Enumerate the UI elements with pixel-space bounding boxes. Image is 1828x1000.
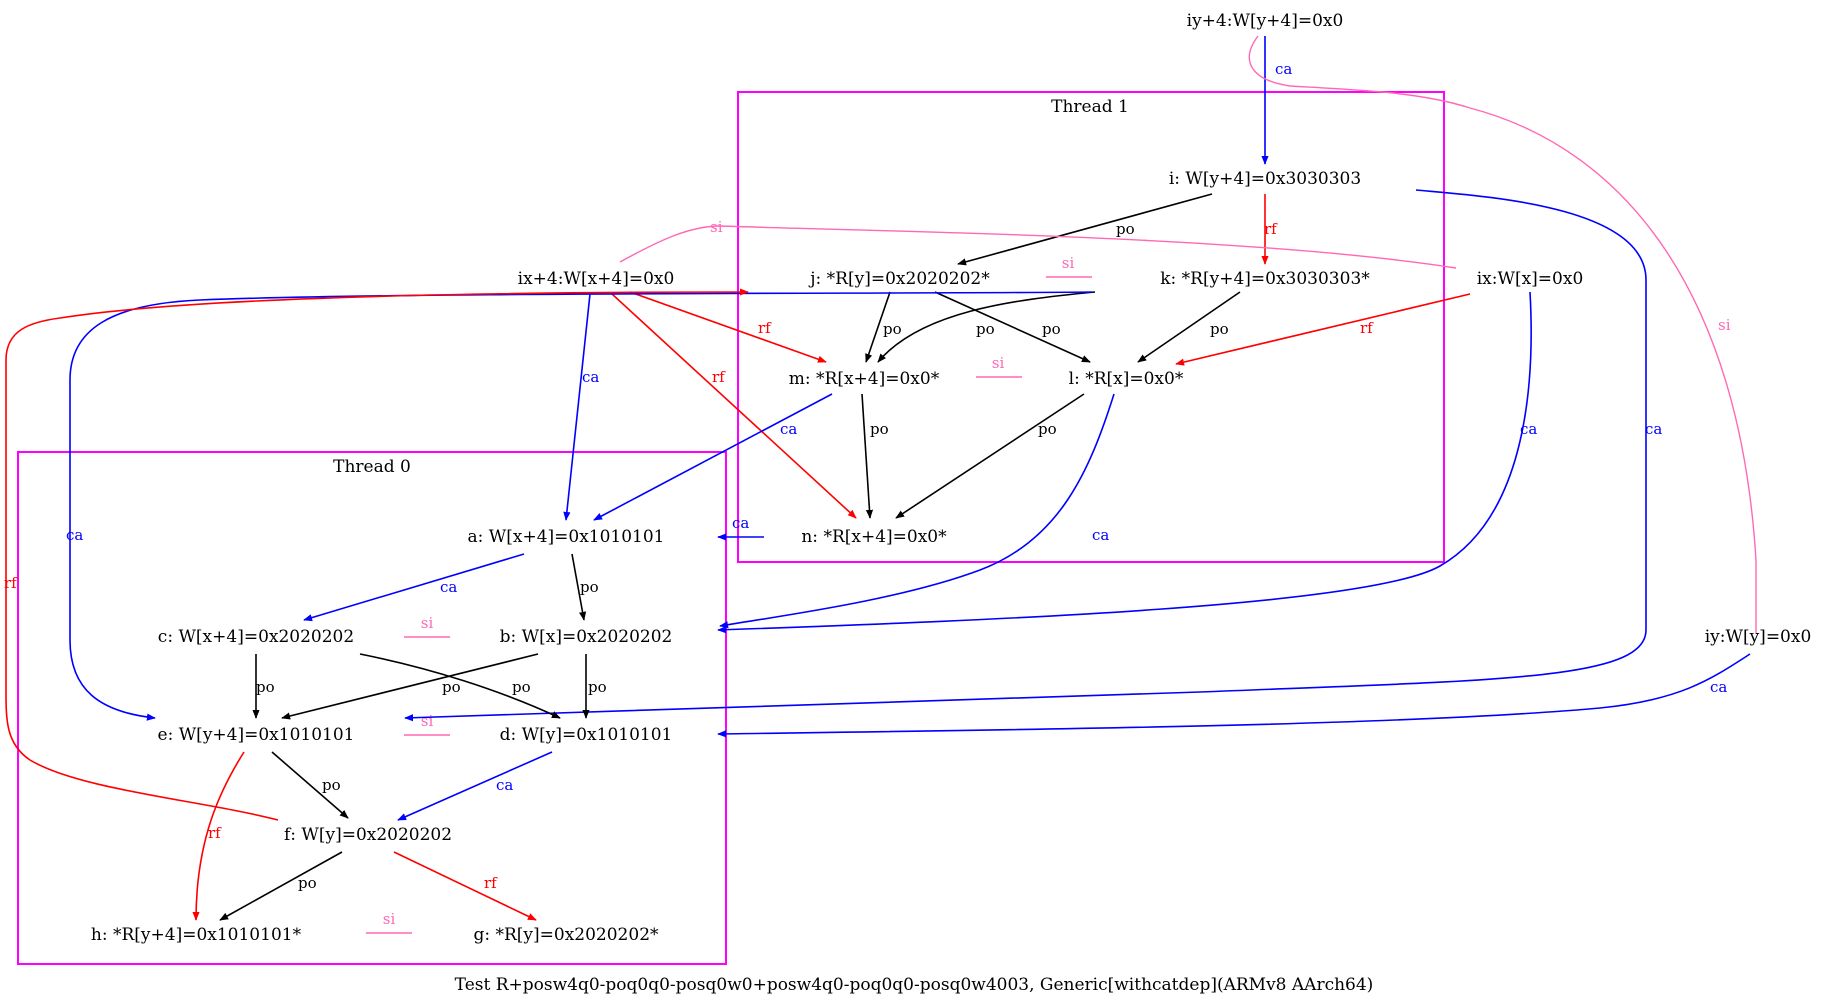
edge-f-g-rf <box>393 851 537 921</box>
edge-l-n-po <box>895 393 1085 519</box>
edge-label-a-c-ca: ca <box>440 578 457 596</box>
edge-a-b-po <box>571 553 587 621</box>
edge-iy-d-ca <box>717 653 1751 738</box>
cluster-thread1-label: Thread 1 <box>1051 97 1129 117</box>
edge-label-f-j-rf: rf <box>4 574 18 592</box>
edge-label-e-d-si: si <box>421 712 434 730</box>
edge-ix4-n-rf <box>611 293 857 519</box>
edge-label-b-e-po: po <box>442 678 461 696</box>
edge-label-l-b-ca: ca <box>1092 526 1109 544</box>
node-n: n: *R[x+4]=0x0* <box>801 527 947 547</box>
edge-label-ix4-ix-si: si <box>710 218 723 236</box>
edge-label-m-n-po: po <box>870 420 889 438</box>
edge-label-m-a-ca: ca <box>780 420 797 438</box>
node-m: m: *R[x+4]=0x0* <box>789 369 940 389</box>
edge-label-i-k-rf: rf <box>1264 220 1278 238</box>
edge-label-m-l-si: si <box>992 354 1005 372</box>
edge-label-iy4-i-ca: ca <box>1275 60 1292 78</box>
edge-label-i-j-po: po <box>1116 220 1135 238</box>
node-a: a: W[x+4]=0x1010101 <box>467 527 664 547</box>
edge-label-f-h-po: po <box>298 874 317 892</box>
node-k: k: *R[y+4]=0x3030303* <box>1160 269 1370 289</box>
edge-a-c-ca <box>303 553 525 622</box>
edge-label-ix4-m-rf: rf <box>758 319 772 337</box>
edge-label-d-f-ca: ca <box>496 776 513 794</box>
node-iy4: iy+4:W[y+4]=0x0 <box>1187 11 1344 31</box>
edge-m-a-ca <box>593 393 833 521</box>
node-c: c: W[x+4]=0x2020202 <box>158 627 354 647</box>
edge-ix-b-ca <box>717 291 1532 634</box>
edge-ix4-a-ca <box>563 293 591 521</box>
edge-j-m-po2 <box>877 291 1096 363</box>
node-d: d: W[y]=0x1010101 <box>500 725 673 745</box>
edge-label-ix4-n-rf: rf <box>712 368 726 386</box>
edge-label-c-e-po: po <box>256 678 275 696</box>
edge-ix4-e-ca <box>69 291 1093 721</box>
edge-label-e-f-po: po <box>322 776 341 794</box>
node-ix: ix:W[x]=0x0 <box>1477 269 1584 289</box>
cluster-thread1-box <box>737 91 1445 563</box>
edge-label-a-b-po: po <box>580 578 599 596</box>
edge-ix-l-rf <box>1175 293 1471 366</box>
edge-label-f-g-rf: rf <box>484 874 498 892</box>
node-g: g: *R[y]=0x2020202* <box>473 925 659 945</box>
node-iy: iy:W[y]=0x0 <box>1705 627 1812 647</box>
node-ix4: ix+4:W[x+4]=0x0 <box>518 269 675 289</box>
edge-iy4-iy-si <box>1248 35 1757 634</box>
edge-e-f-po <box>271 751 349 819</box>
edge-i-j-po <box>957 193 1213 266</box>
cluster-thread0-label: Thread 0 <box>333 457 411 477</box>
edge-label-h-g-si: si <box>383 910 396 928</box>
node-b: b: W[x]=0x2020202 <box>500 627 673 647</box>
nodes: iy+4:W[y+4]=0x0 i: W[y+4]=0x3030303 ix+4… <box>91 11 1811 945</box>
node-h: h: *R[y+4]=0x1010101* <box>91 925 302 945</box>
edge-label-j-m-po: po <box>883 320 902 338</box>
edge-label-n-a-ca: ca <box>732 514 749 532</box>
edge-label-b-d-po: po <box>588 678 607 696</box>
edge-label-ix-b-ca: ca <box>1520 420 1537 438</box>
edge-label-k-l-po: po <box>1210 320 1229 338</box>
edge-label-i-e-ca: ca <box>1645 420 1662 438</box>
edge-ix4-ix-si <box>619 225 1457 269</box>
edge-label-c-d-po: po <box>512 678 531 696</box>
node-e: e: W[y+4]=0x1010101 <box>158 725 355 745</box>
edge-label-ix4-e-ca: ca <box>66 526 83 544</box>
edge-j-l-po <box>934 291 1091 363</box>
edge-f-h-po <box>219 851 343 921</box>
edge-f-j-rf <box>5 288 749 821</box>
edge-label-e-h-rf: rf <box>208 824 222 842</box>
edge-e-h-rf <box>192 751 245 921</box>
edge-j-m-po <box>865 291 891 363</box>
edge-c-d-po <box>359 653 561 719</box>
edge-b-e-po <box>281 653 539 720</box>
thread-clusters: Thread 0 Thread 1 <box>17 91 1445 965</box>
edge-k-l-po <box>1137 291 1241 363</box>
node-l: l: *R[x]=0x0* <box>1069 369 1184 389</box>
diagram-caption: Test R+posw4q0-poq0q0-posq0w0+posw4q0-po… <box>455 975 1374 995</box>
edge-ix4-m-rf <box>629 291 827 363</box>
node-f: f: W[y]=0x2020202 <box>284 825 452 845</box>
node-i: i: W[y+4]=0x3030303 <box>1169 169 1361 189</box>
edge-m-n-po <box>861 393 874 519</box>
edges: ca po rf ca po po po po rf ca rf rf <box>4 35 1757 934</box>
edge-label-l-n-po: po <box>1038 420 1057 438</box>
node-j: j: *R[y]=0x2020202* <box>808 269 990 289</box>
edge-l-b-ca <box>719 393 1115 629</box>
edge-d-f-ca <box>397 751 553 821</box>
edge-label-iy-d-ca: ca <box>1710 678 1727 696</box>
edge-label-iy4-iy-si: si <box>1718 316 1731 334</box>
edge-label-j-m-po2: po <box>976 320 995 338</box>
edge-label-ix-l-rf: rf <box>1360 319 1374 337</box>
edge-label-c-b-si: si <box>421 614 434 632</box>
edge-label-j-l-po: po <box>1042 320 1061 338</box>
edge-label-j-k-si: si <box>1062 254 1075 272</box>
edge-label-ix4-a-ca: ca <box>582 368 599 386</box>
